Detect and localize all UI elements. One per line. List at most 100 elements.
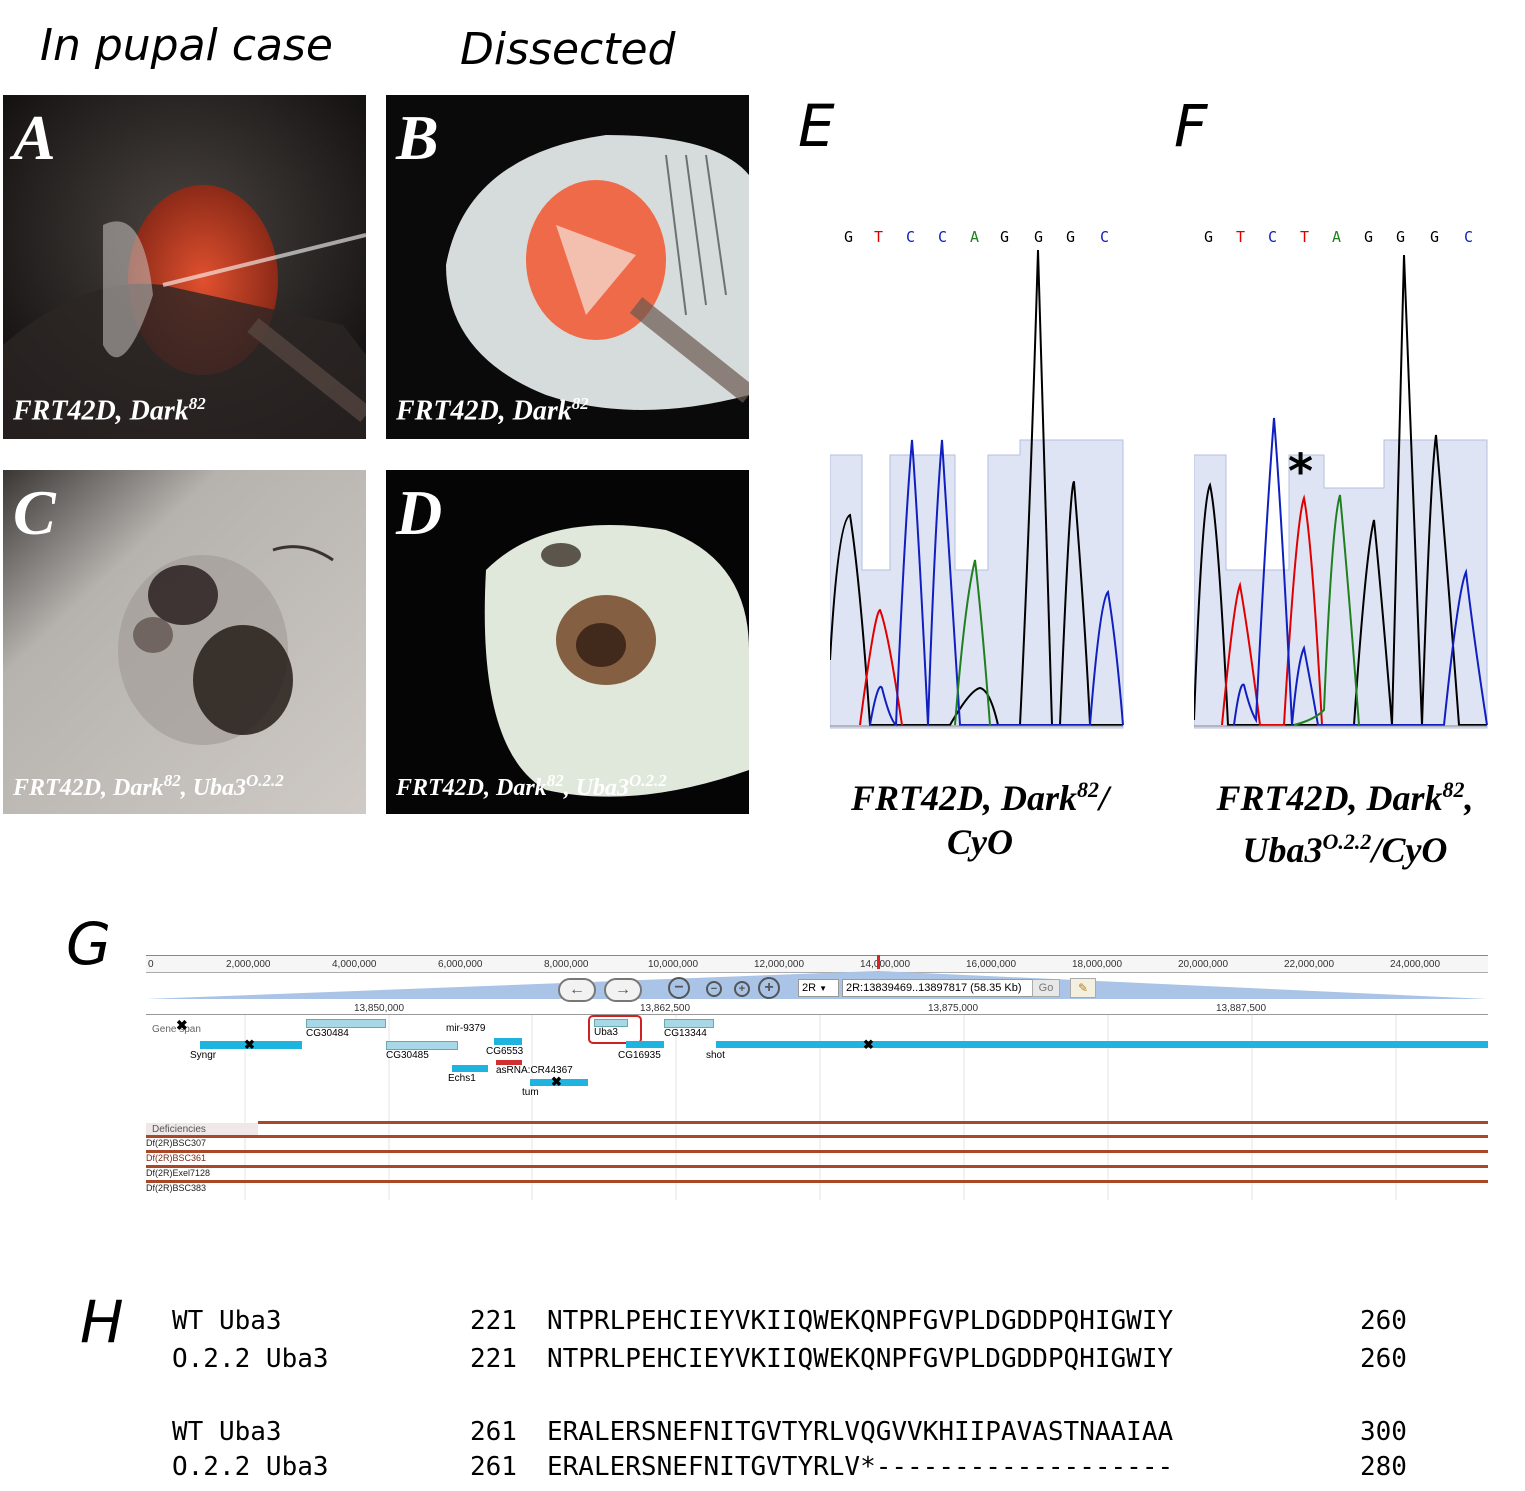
detail-tick: 13,875,000: [928, 1003, 979, 1014]
header-in-pupal-case: In pupal case: [40, 20, 333, 71]
mutant-dissected-image: [386, 470, 749, 814]
base-call: G: [1066, 228, 1075, 246]
gene-label: Syngr: [190, 1050, 217, 1061]
base-call: G: [1364, 228, 1373, 246]
base-call: C: [1100, 228, 1109, 246]
panel-label: A: [13, 102, 56, 173]
detail-tick: 13,862,500: [640, 1003, 691, 1014]
base-call: G: [844, 228, 853, 246]
overview-tick: 24,000,000: [1390, 959, 1441, 970]
sequence-end: 260: [1360, 1306, 1407, 1336]
sequence-name: WT Uba3: [172, 1306, 282, 1336]
chromatogram-e-caption: FRT42D, Dark82/ CyO: [850, 777, 1110, 862]
base-calls: G T C C A G G G C: [844, 228, 1109, 246]
trace-black: [1194, 254, 1487, 726]
base-call: C: [906, 228, 915, 246]
overview-tick: 0: [148, 959, 154, 970]
gene-track-label: Gene span: [152, 1024, 201, 1035]
panel-label-h: H: [80, 1288, 124, 1356]
detail-ruler: [146, 1002, 1488, 1015]
deficiency-bar: [146, 1165, 1488, 1168]
gene-bar: [530, 1079, 588, 1086]
trace-blue: [869, 439, 1124, 728]
base-call: G: [1034, 228, 1043, 246]
base-call: G: [1000, 228, 1009, 246]
panel-label-g: G: [66, 910, 111, 978]
quality-bars: [1194, 439, 1488, 729]
detail-tick: 13,850,000: [354, 1003, 405, 1014]
gene-label: CG16935: [618, 1050, 661, 1061]
sequence-start: 221: [470, 1344, 517, 1374]
sequence-residues: ERALERSNEFNITGVTYRLVQGVVKHIIPAVASTNAAIAA: [547, 1417, 1174, 1447]
gene-bar: [626, 1041, 664, 1048]
deficiency-bar: [146, 1150, 1488, 1153]
base-call: G: [1396, 228, 1405, 246]
deficiency-bar: [146, 1180, 1488, 1183]
sequence-end: 300: [1360, 1417, 1407, 1447]
sequence-residues: ERALERSNEFNITGVTYRLV*-------------------: [547, 1452, 1174, 1482]
base-call: T: [1236, 228, 1245, 246]
gene-label: tum: [522, 1087, 539, 1098]
zoom-in-icon[interactable]: +: [734, 981, 750, 997]
trace-green: [1293, 494, 1360, 726]
panel-label: B: [396, 102, 439, 173]
deficiency-track-header: [146, 1123, 258, 1135]
quality-bars: [830, 439, 1124, 729]
overview-tick: 16,000,000: [966, 959, 1017, 970]
base-call: T: [874, 228, 883, 246]
chromosome-select-value: 2R: [802, 982, 817, 994]
base-call: C: [938, 228, 947, 246]
sequence-residues: NTPRLPEHCIEYVKIIQWEKQNPFGVPLDGDDPQHIGWIY: [547, 1344, 1174, 1374]
deficiency-track-label: Deficiencies: [152, 1124, 206, 1135]
zoom-out-icon[interactable]: −: [706, 981, 722, 997]
trace-black: [830, 249, 1123, 726]
gene-label: mir-9379: [446, 1023, 486, 1034]
zoom-in-big-icon[interactable]: +: [758, 977, 780, 999]
deficiency-bar: [146, 1135, 1488, 1138]
panel-caption: FRT42D, Dark82, Uba3O.2.2: [13, 771, 284, 801]
trace-red: [859, 608, 903, 726]
trace-green: [954, 559, 991, 726]
gene-label: Echs1: [448, 1073, 476, 1084]
panel-label: D: [396, 477, 443, 548]
panel-label-f: F: [1174, 92, 1208, 160]
gene-label: Uba3: [594, 1027, 618, 1038]
trace-blue: [1233, 417, 1488, 726]
overview-tick: 22,000,000: [1284, 959, 1335, 970]
base-calls: G T C T A G G G C: [1204, 228, 1473, 246]
overview-tick: 10,000,000: [648, 959, 699, 970]
mutation-cross-icon: ✖: [863, 1037, 874, 1052]
track-close-icon[interactable]: ✖: [176, 1017, 188, 1033]
photo-panel-a: A FRT42D, Dark82: [3, 95, 366, 439]
chevron-down-icon: ▼: [819, 984, 828, 993]
sequence-start: 261: [470, 1417, 517, 1447]
overview-tick: 6,000,000: [438, 959, 483, 970]
trace-red: [1221, 494, 1323, 726]
go-button[interactable]: Go: [1032, 979, 1060, 997]
photo-panel-c: C FRT42D, Dark82, Uba3O.2.2: [3, 470, 366, 814]
gene-bar: [386, 1041, 458, 1050]
gene-bar: [452, 1065, 488, 1072]
sequence-start: 221: [470, 1306, 517, 1336]
highlight-icon[interactable]: ✎: [1070, 978, 1096, 998]
deficiency-label: Df(2R)BSC307: [146, 1138, 207, 1148]
panel-caption: FRT42D, Dark82: [396, 393, 589, 426]
nav-left-button[interactable]: ←: [558, 978, 596, 1002]
chromosome-select[interactable]: 2R ▼: [798, 979, 839, 997]
gene-label: shot: [706, 1050, 725, 1061]
nav-right-button[interactable]: →: [604, 978, 642, 1002]
fly-head-pupal-image: [3, 95, 366, 439]
header-dissected: Dissected: [460, 24, 676, 75]
sequence-end: 260: [1360, 1344, 1407, 1374]
gene-bar: [664, 1019, 714, 1028]
overview-tick: 8,000,000: [544, 959, 589, 970]
deficiency-label: Df(2R)BSC361: [146, 1153, 207, 1163]
sequence-start: 261: [470, 1452, 517, 1482]
zoom-out-big-icon[interactable]: −: [668, 977, 690, 999]
mutation-asterisk: *: [1288, 444, 1313, 500]
base-call: G: [1430, 228, 1439, 246]
location-input[interactable]: 2R:13839469..13897817 (58.35 Kb): [842, 979, 1033, 997]
gene-label: CG6553: [486, 1046, 524, 1057]
position-marker: [877, 955, 880, 969]
sequence-name: O.2.2 Uba3: [172, 1452, 329, 1482]
